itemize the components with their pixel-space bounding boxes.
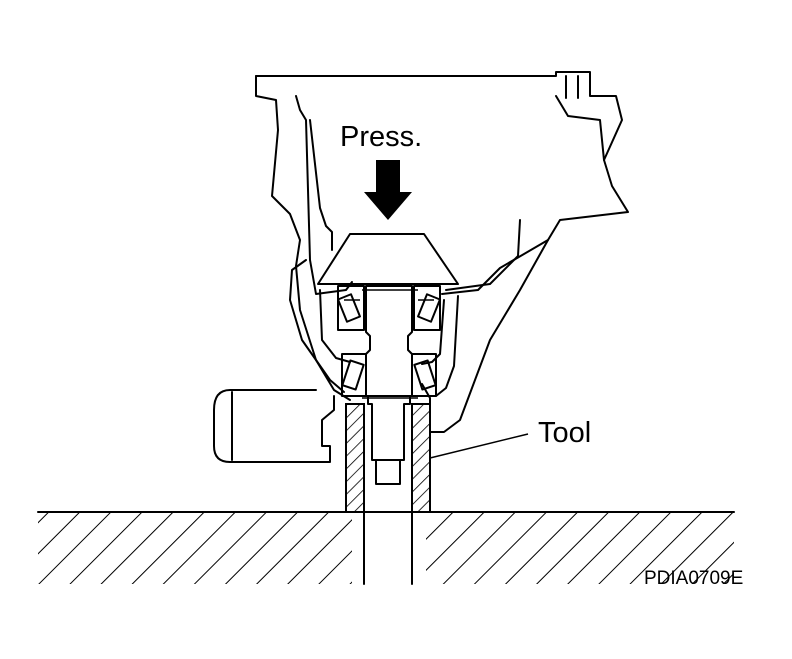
press-tool bbox=[345, 403, 431, 585]
tool-label: Tool bbox=[538, 417, 591, 449]
transmission-case bbox=[255, 71, 629, 433]
press-label: Press. bbox=[340, 121, 422, 153]
figure-code: PDIA0709E bbox=[644, 568, 743, 589]
tool-leader-line bbox=[429, 433, 529, 459]
press-adapter bbox=[317, 233, 459, 285]
upper-bearing bbox=[337, 285, 441, 331]
lower-bearing bbox=[341, 353, 437, 397]
shaft bbox=[362, 285, 418, 485]
arrow-down-icon bbox=[364, 160, 412, 220]
press-bed bbox=[37, 511, 735, 584]
side-boss bbox=[213, 389, 335, 463]
